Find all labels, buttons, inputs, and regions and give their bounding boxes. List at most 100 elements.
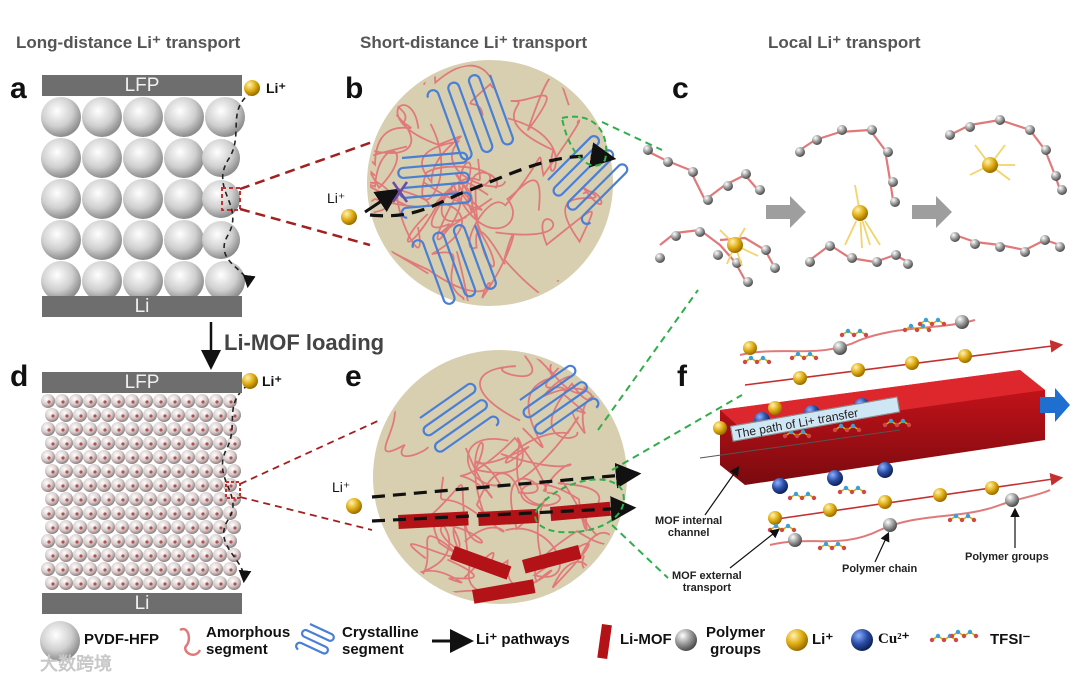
- mof-dot: [47, 400, 51, 404]
- polymer-group: [805, 257, 815, 267]
- coordination-arrow: [993, 144, 1006, 161]
- mof-dot: [229, 568, 233, 572]
- mof-dot: [191, 554, 195, 558]
- path-guide: [699, 429, 901, 459]
- mof-dot: [131, 400, 135, 404]
- zoom-line-d-bottom: [239, 496, 373, 531]
- polymer-group: [743, 277, 753, 287]
- mof-dot: [233, 442, 237, 446]
- zoom-line-b-to-c: [601, 121, 663, 151]
- mof-dot: [191, 470, 195, 474]
- polymer-group: [903, 259, 913, 269]
- mof-dot: [149, 526, 153, 530]
- li-ion: [768, 401, 782, 415]
- mof-dot: [89, 568, 93, 572]
- tfsi-atom: [971, 517, 977, 523]
- mof-dot: [215, 400, 219, 404]
- polymer-group: [703, 195, 713, 205]
- tfsi-atom: [793, 491, 799, 497]
- mof-dot: [173, 428, 177, 432]
- mof-dot: [219, 526, 223, 530]
- mof-dot: [121, 582, 125, 586]
- polymer-group: [1051, 171, 1061, 181]
- panel-b-circle: [367, 60, 613, 306]
- mof-dot: [131, 512, 135, 516]
- li-ion: [905, 356, 919, 370]
- li-ion: [852, 205, 868, 221]
- panel-letter-f: f: [677, 360, 687, 393]
- tfsi-atom: [832, 427, 838, 433]
- mof-dot: [205, 554, 209, 558]
- mof-dot: [219, 470, 223, 474]
- amorphous-chain: [479, 353, 554, 449]
- legend-polymer-label: Polymer groups: [706, 624, 766, 658]
- mof-dot: [131, 456, 135, 460]
- mof-dot: [159, 484, 163, 488]
- tfsi-atom: [806, 433, 812, 439]
- pvdf-particle: [164, 138, 204, 178]
- polymer-group: [1055, 242, 1065, 252]
- li-ion: [851, 363, 865, 377]
- mof-dot: [131, 568, 135, 572]
- mof-dot: [159, 456, 163, 460]
- polymer-group: [795, 147, 805, 157]
- tfsi-atom: [855, 485, 861, 491]
- tfsi-atom: [787, 495, 793, 501]
- leader-mof-internal: [704, 466, 740, 516]
- mof-dot: [215, 568, 219, 572]
- polymer-group: [867, 125, 877, 135]
- amorphous-chain: [423, 161, 489, 241]
- amorphous-chain: [370, 180, 430, 249]
- tfsi-atom: [888, 418, 894, 424]
- mof-dot: [149, 414, 153, 418]
- mof-dot: [187, 484, 191, 488]
- tfsi-atom: [857, 328, 863, 334]
- pvdf-particle: [205, 261, 245, 301]
- amorphous-chain: [370, 63, 430, 177]
- header-local: Local Li⁺ transport: [768, 33, 921, 52]
- tfsi-atom: [900, 418, 906, 424]
- coordination-arrow: [994, 168, 1011, 181]
- polymer-chain-fragment: [644, 149, 759, 202]
- tfsi-atom: [894, 422, 900, 428]
- polymer-group: [945, 130, 955, 140]
- mof-dot: [201, 484, 205, 488]
- mof-dot: [121, 442, 125, 446]
- panel-d-zoom-box: [225, 481, 241, 499]
- tfsi-atom: [782, 433, 788, 439]
- mof-dot: [107, 554, 111, 558]
- mof-dot: [65, 414, 69, 418]
- li-mof-bar: [450, 546, 512, 580]
- panel-d-li-electrode: Li: [42, 593, 242, 614]
- coordination-arrow: [844, 220, 858, 246]
- pvdf-particle: [205, 97, 245, 137]
- panel-d-li-label: Li⁺: [262, 373, 282, 389]
- mof-dot: [61, 540, 65, 544]
- legend-li-icon: [786, 629, 808, 651]
- coordination-arrow: [854, 184, 860, 207]
- mof-dot: [149, 582, 153, 586]
- pvdf-particle: [41, 220, 81, 260]
- polymer-group: [970, 239, 980, 249]
- mof-dot: [117, 484, 121, 488]
- li-ion: [793, 371, 807, 385]
- mof-dot: [145, 540, 149, 544]
- mof-dot: [75, 428, 79, 432]
- mof-dot: [233, 414, 237, 418]
- mof-loading-label: Li-MOF loading: [224, 330, 385, 355]
- tfsi-atom: [835, 541, 841, 547]
- tfsi-atom: [829, 545, 835, 551]
- mof-dot: [145, 512, 149, 516]
- crystalline-lamella: [295, 623, 335, 655]
- li-ion: [958, 349, 972, 363]
- pvdf-particle: [202, 221, 240, 259]
- mof-dot: [229, 400, 233, 404]
- mof-dot: [163, 526, 167, 530]
- zoom-line-a-top: [239, 138, 379, 191]
- crystalline-lamella: [411, 224, 497, 305]
- mof-dot: [173, 456, 177, 460]
- mof-dot: [61, 568, 65, 572]
- li-ion: [982, 157, 998, 173]
- mof-dot: [65, 498, 69, 502]
- polymer-group: [663, 157, 673, 167]
